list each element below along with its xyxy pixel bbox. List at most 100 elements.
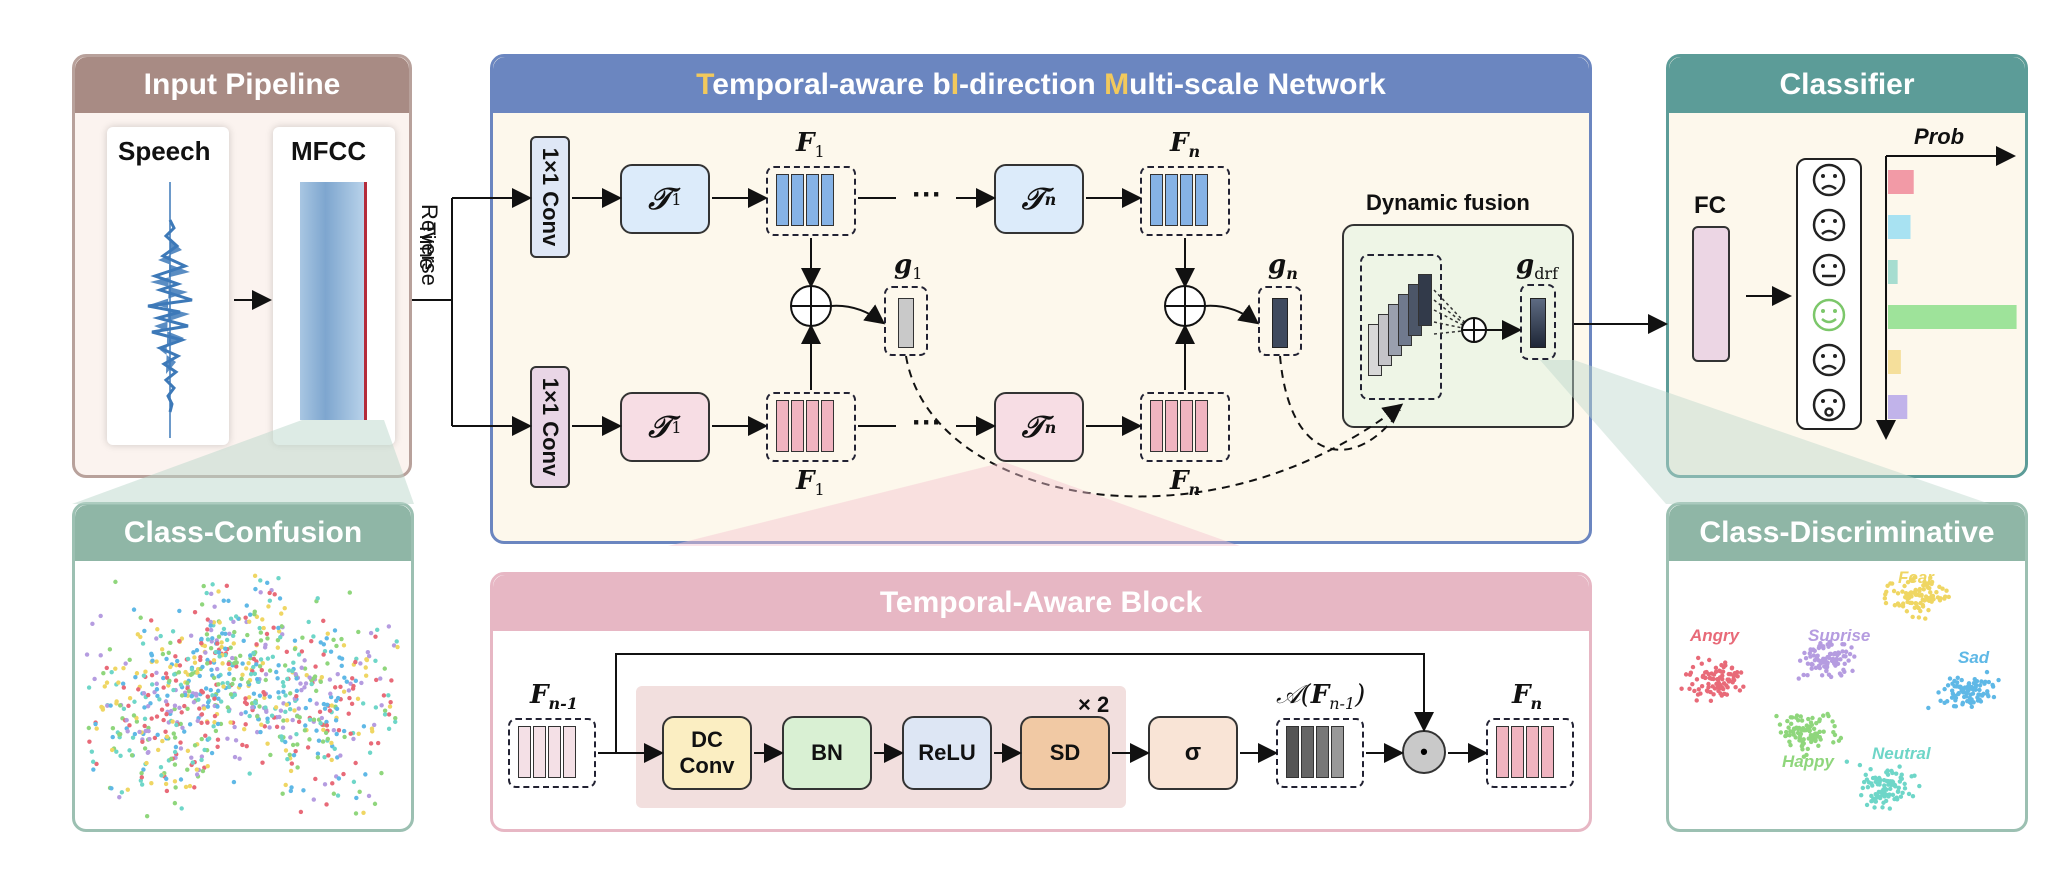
fin-stack <box>518 726 576 778</box>
scatter-point <box>1835 661 1841 667</box>
scatter-point <box>139 782 145 787</box>
scatter-point <box>288 735 293 740</box>
scatter-point <box>1906 791 1912 797</box>
scatter-point <box>1894 771 1899 776</box>
scatter-point <box>132 731 138 737</box>
scatter-point <box>342 734 347 740</box>
scatter-point <box>244 603 249 608</box>
scatter-point <box>172 762 178 767</box>
scatter-point <box>1839 673 1844 678</box>
scatter-point <box>231 619 236 625</box>
scatter-point <box>217 654 222 659</box>
scatter-point <box>1717 682 1723 687</box>
scatter-point <box>395 644 400 650</box>
scatter-point <box>381 693 387 698</box>
scatter-point <box>267 668 273 673</box>
dc-conv-line2: Conv <box>679 753 735 778</box>
scatter-point <box>1722 691 1727 696</box>
scatter-point <box>350 676 355 681</box>
scatter-point <box>1976 692 1981 697</box>
scatter-point <box>1797 738 1802 743</box>
scatter-point <box>164 776 169 781</box>
scatter-point <box>281 683 286 689</box>
scatter-point <box>243 615 248 620</box>
scatter-point <box>1900 601 1906 606</box>
scatter-point <box>201 706 207 711</box>
scatter-point <box>192 609 198 615</box>
scatter-point <box>265 741 270 746</box>
scatter-point <box>244 743 249 749</box>
scatter-point <box>1800 725 1806 731</box>
scatter-point <box>304 673 309 678</box>
neutral-face-icon <box>1812 253 1846 287</box>
scatter-point <box>294 676 299 681</box>
scatter-point <box>1926 607 1931 613</box>
scatter-point <box>303 681 309 686</box>
scatter-point <box>1709 676 1714 682</box>
scatter-point <box>1738 670 1744 675</box>
scatter-point <box>1834 657 1839 662</box>
scatter-point <box>318 679 323 685</box>
scatter-point <box>194 648 200 653</box>
scatter-point <box>332 628 338 633</box>
scatter-point <box>1928 575 1933 580</box>
scatter-point <box>187 783 193 789</box>
scatter-point <box>265 636 270 641</box>
scatter-point <box>208 619 213 625</box>
scatter-point <box>1905 580 1911 585</box>
fn-backward-letter: F <box>1170 128 1189 158</box>
scatter-point <box>263 672 269 677</box>
scatter-point <box>1788 715 1794 720</box>
scatter-point <box>1706 671 1711 677</box>
scatter-point <box>1881 777 1887 783</box>
scatter-point <box>232 629 237 635</box>
scatter-point <box>1934 590 1939 595</box>
scatter-point <box>321 652 326 657</box>
f1-backward-letter: F <box>796 128 815 158</box>
scatter-point <box>211 675 217 681</box>
scatter-point <box>263 705 268 710</box>
scatter-point <box>294 731 299 737</box>
scatter-point <box>225 680 230 686</box>
scatter-point <box>382 712 388 717</box>
scatter-point <box>325 631 330 636</box>
scatter-point <box>347 695 352 701</box>
relu-block: ReLU <box>902 716 992 790</box>
prob-bar <box>1888 395 1908 419</box>
scatter-point <box>197 673 202 679</box>
scatter-point <box>1830 719 1835 724</box>
scatter-point <box>1786 725 1791 730</box>
fn-backward-label: Fn <box>1170 128 1200 161</box>
scatter-point <box>121 666 126 671</box>
scatter-point <box>1964 690 1969 696</box>
scatter-point <box>319 715 325 721</box>
scatter-point <box>221 684 226 689</box>
scatter-point <box>1816 645 1822 651</box>
scatter-point <box>1930 593 1936 599</box>
scatter-point <box>167 678 172 684</box>
scatter-point <box>248 653 253 658</box>
scatter-point <box>341 643 347 648</box>
scatter-point <box>120 681 126 686</box>
scatter-point <box>215 744 220 750</box>
scatter-point <box>331 791 337 796</box>
scatter-point <box>117 703 123 708</box>
scatter-point <box>183 669 188 675</box>
scatter-point <box>261 689 266 695</box>
scatter-point <box>327 708 333 713</box>
scatter-point <box>216 589 221 594</box>
scatter-point <box>208 627 214 633</box>
scatter-point <box>387 704 393 709</box>
scatter-point <box>114 749 119 754</box>
scatter-point <box>279 611 284 616</box>
scatter-point <box>322 648 328 654</box>
scatter-point <box>179 693 185 698</box>
scatter-point <box>267 598 273 603</box>
scatter-point <box>192 655 197 660</box>
scatter-point <box>155 693 160 699</box>
scatter-point <box>298 809 304 815</box>
scatter-point <box>129 753 135 758</box>
scatter-point <box>90 759 96 764</box>
scatter-point <box>248 671 254 677</box>
scatter-point <box>234 664 239 669</box>
